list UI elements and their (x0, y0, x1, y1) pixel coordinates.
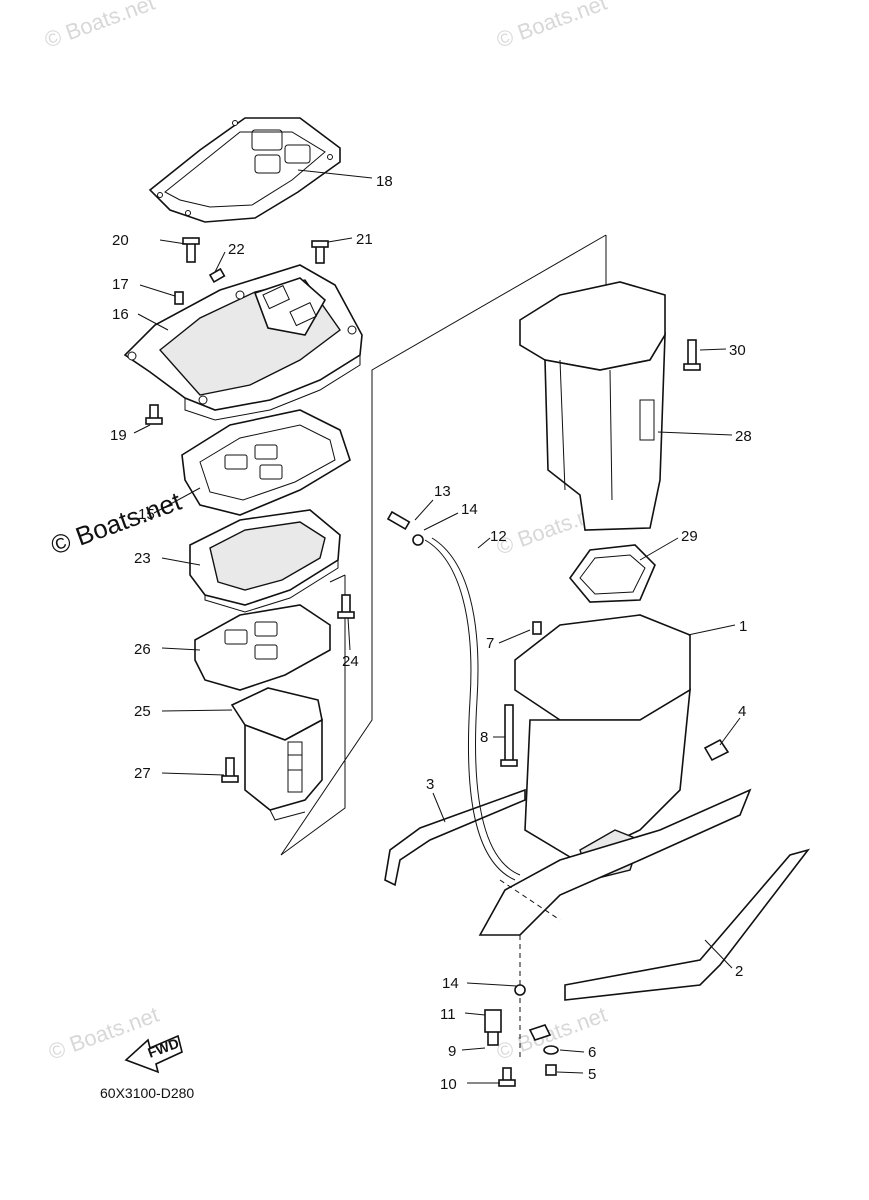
watermark-left-dark: © Boats.net (47, 486, 186, 561)
lower-housing-base (478, 788, 752, 1060)
callout-2: 2 (735, 963, 743, 980)
part-25-exhaust-manifold (230, 687, 323, 821)
callout-18: 18 (376, 173, 393, 190)
callout-15: 15 (138, 506, 155, 523)
callout-14-lower: 14 (442, 975, 459, 992)
callout-21: 21 (356, 231, 373, 248)
callout-16: 16 (112, 306, 129, 323)
part-15-gasket (181, 409, 351, 516)
callout-1: 1 (739, 618, 747, 635)
callout-labels: 1 2 3 4 5 6 7 8 9 10 11 12 13 14 14 15 1… (110, 173, 752, 1093)
callout-19: 19 (110, 427, 127, 444)
callout-9: 9 (448, 1043, 456, 1060)
callout-5: 5 (588, 1066, 596, 1083)
part-23-plate (189, 509, 341, 613)
callout-24: 24 (342, 653, 359, 670)
callout-7: 7 (486, 635, 494, 652)
part-28-upper-casing (519, 281, 666, 531)
callout-11: 11 (440, 1006, 456, 1023)
callout-29: 29 (681, 528, 698, 545)
callout-22: 22 (228, 241, 245, 258)
part-12-hose (424, 537, 521, 881)
callout-25: 25 (134, 703, 151, 720)
callout-14-upper: 14 (461, 501, 478, 518)
diagram-code: 60X3100-D280 (100, 1085, 194, 1101)
callout-3: 3 (426, 776, 434, 793)
callout-23: 23 (134, 550, 151, 567)
watermark-top-right: © Boats.net (493, 0, 610, 53)
part-16-exhaust-guide (123, 264, 363, 421)
leader-lines (133, 169, 741, 1084)
callout-6: 6 (588, 1044, 596, 1061)
fwd-arrow-icon: FWD (124, 1035, 183, 1074)
hardware (145, 237, 730, 1087)
callout-20: 20 (112, 232, 129, 249)
callout-10: 10 (440, 1076, 457, 1093)
part-26-gasket (194, 604, 331, 691)
callout-17: 17 (112, 276, 129, 293)
part-2-seal (564, 848, 811, 1001)
callout-27: 27 (134, 765, 151, 782)
part-3-seal (384, 788, 526, 887)
callout-28: 28 (735, 428, 752, 445)
watermark-top-left: © Boats.net (41, 0, 158, 53)
callout-30: 30 (729, 342, 746, 359)
callout-12: 12 (490, 528, 507, 545)
part-18-gasket (148, 117, 341, 223)
callout-8: 8 (480, 729, 488, 746)
callout-26: 26 (134, 641, 151, 658)
part-29-gasket (568, 544, 656, 603)
callout-13: 13 (434, 483, 451, 500)
callout-4: 4 (738, 703, 746, 720)
